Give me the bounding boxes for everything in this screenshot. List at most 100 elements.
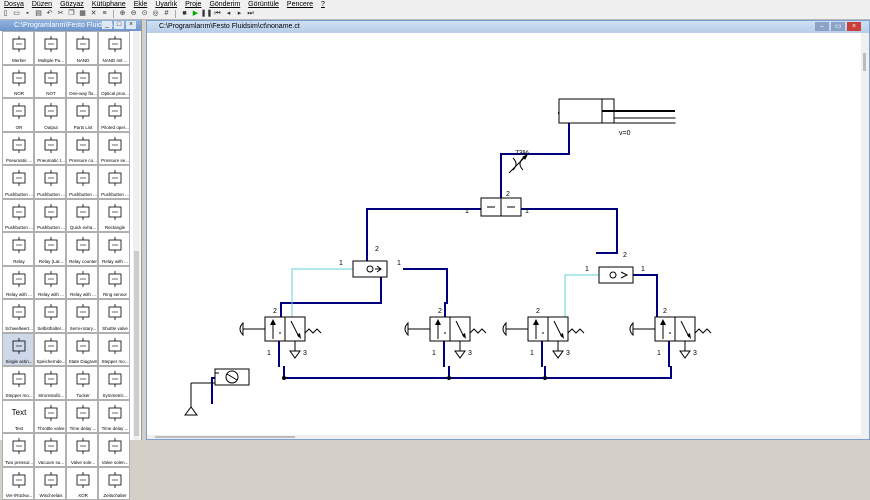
library-item[interactable]: Valve solen... <box>98 433 130 467</box>
library-item[interactable]: Relay (Lat... <box>34 232 66 266</box>
library-item[interactable]: Schwellwert... <box>2 299 34 333</box>
library-item[interactable]: Quick exha... <box>66 199 98 233</box>
library-item[interactable]: Pushbutton ... <box>98 165 130 199</box>
menu-item[interactable]: Ekle <box>130 1 152 8</box>
library-item[interactable]: NOR <box>2 65 34 99</box>
rewind-icon[interactable]: ⏮ <box>213 10 222 18</box>
library-item[interactable]: Parts List <box>66 98 98 132</box>
top-valve[interactable] <box>481 198 521 216</box>
circuit-horizontal-scroll-thumb[interactable] <box>155 436 295 438</box>
copy-icon[interactable]: ❐ <box>67 10 76 18</box>
menu-item[interactable]: Uyarlık <box>151 1 181 8</box>
library-item[interactable]: NOT <box>34 65 66 99</box>
library-item[interactable]: Throttle valve <box>34 400 66 434</box>
library-item[interactable]: Symmetric... <box>98 366 130 400</box>
library-item[interactable]: Ver-/Rückw... <box>2 467 34 500</box>
circuit-maximize-button[interactable]: ▭ <box>831 22 845 31</box>
print-icon[interactable]: ▤ <box>34 10 43 18</box>
library-item[interactable]: Valve sole... <box>66 433 98 467</box>
pushbutton-valve[interactable] <box>240 317 321 367</box>
pushbutton-valve[interactable] <box>503 317 584 367</box>
library-item[interactable]: State Diagram <box>66 333 98 367</box>
pause-icon[interactable]: ❚❚ <box>202 10 211 18</box>
menu-item[interactable]: Gözyaz <box>56 1 88 8</box>
library-item[interactable]: Semi-rotary... <box>66 299 98 333</box>
menu-item[interactable]: Gönderim <box>205 1 244 8</box>
library-item[interactable]: OR <box>2 98 34 132</box>
library-scrollbar[interactable] <box>133 31 140 440</box>
delete-icon[interactable]: ✕ <box>89 10 98 18</box>
maximize-button[interactable]: □ <box>114 21 124 29</box>
undo-icon[interactable]: ↶ <box>45 10 54 18</box>
library-item[interactable]: Pushbutton ... <box>2 199 34 233</box>
zoom-in-icon[interactable]: ⊕ <box>118 10 127 18</box>
circuit-minimize-button[interactable]: – <box>815 22 829 31</box>
menu-item[interactable]: Pencere <box>283 1 317 8</box>
close-button[interactable]: × <box>126 21 136 29</box>
library-item[interactable]: Rectangle <box>98 199 130 233</box>
save-icon[interactable]: ▪ <box>23 10 32 18</box>
library-item[interactable]: Multiple Pu... <box>34 31 66 65</box>
library-item[interactable]: NAND mit ... <box>98 31 130 65</box>
pushbutton-valve[interactable] <box>405 317 486 367</box>
menu-item[interactable]: Görüntüle <box>244 1 283 8</box>
circuit-horizontal-scrollbar[interactable] <box>147 435 861 439</box>
menu-item[interactable]: Dosya <box>0 1 28 8</box>
step-back-icon[interactable]: ◂ <box>224 10 233 18</box>
zoom-out-icon[interactable]: ⊖ <box>129 10 138 18</box>
library-item[interactable]: Relay <box>2 232 34 266</box>
library-item[interactable]: Pressure se... <box>98 132 130 166</box>
menu-item[interactable]: ? <box>317 1 329 8</box>
library-item[interactable]: Relay with ... <box>98 232 130 266</box>
menu-item[interactable]: Kütüphane <box>88 1 130 8</box>
cut-icon[interactable]: ✂ <box>56 10 65 18</box>
throttle-valve[interactable] <box>509 155 527 173</box>
paste-icon[interactable]: ▦ <box>78 10 87 18</box>
library-item[interactable]: Time delay ... <box>66 400 98 434</box>
zoom-window-icon[interactable]: ◎ <box>151 10 160 18</box>
library-item[interactable]: One-way flo... <box>66 65 98 99</box>
library-item[interactable]: Merker <box>2 31 34 65</box>
library-item[interactable]: Optical prox... <box>98 65 130 99</box>
zoom-fit-icon[interactable]: ⊙ <box>140 10 149 18</box>
library-scroll-thumb[interactable] <box>134 251 139 436</box>
library-item[interactable]: Pushbutton ... <box>2 165 34 199</box>
menu-item[interactable]: Düzen <box>28 1 56 8</box>
circuit-canvas[interactable]: v=0 73% 1 1 2 1 1 2 <box>147 33 861 441</box>
fast-icon[interactable]: ⏭ <box>246 10 255 18</box>
library-item[interactable]: XOR <box>66 467 98 500</box>
library-item[interactable]: Vacuum su... <box>34 433 66 467</box>
menu-item[interactable]: Proje <box>181 1 205 8</box>
library-item[interactable]: Single actin... <box>2 333 34 367</box>
library-item[interactable]: Pushbutton ... <box>34 165 66 199</box>
library-item[interactable]: Pushbutton ... <box>66 165 98 199</box>
stop-icon[interactable]: ■ <box>180 10 189 18</box>
shuttle-valve-right[interactable] <box>599 267 633 283</box>
circuit-vertical-scroll-thumb[interactable] <box>863 53 866 71</box>
grid-icon[interactable]: # <box>162 10 171 18</box>
step-icon[interactable]: ▸ <box>235 10 244 18</box>
library-item[interactable]: Shuttle valve <box>98 299 130 333</box>
library-item[interactable]: Pneumatic ... <box>2 132 34 166</box>
new-icon[interactable]: ▯ <box>1 10 10 18</box>
library-item[interactable]: Ring sensor <box>98 266 130 300</box>
air-source-triangle[interactable] <box>185 383 215 415</box>
library-item[interactable]: Pushbutton ... <box>34 199 66 233</box>
play-icon[interactable]: ▶ <box>191 10 200 18</box>
library-item[interactable]: Time delay ... <box>98 400 130 434</box>
minimize-button[interactable]: _ <box>102 21 112 29</box>
library-item[interactable]: Relay with ... <box>2 266 34 300</box>
library-item[interactable]: Selbsthalter... <box>34 299 66 333</box>
circuit-close-button[interactable]: × <box>847 22 861 31</box>
library-item[interactable]: Speichernde... <box>34 333 66 367</box>
service-unit[interactable] <box>215 369 249 385</box>
library-item[interactable]: Relay counter <box>66 232 98 266</box>
library-item[interactable]: Stromstoßr... <box>34 366 66 400</box>
circuit-vertical-scrollbar[interactable] <box>861 33 869 439</box>
align-icon[interactable]: ≡ <box>100 10 109 18</box>
shuttle-valve-left[interactable] <box>353 261 387 277</box>
library-item[interactable]: NAND <box>66 31 98 65</box>
library-item[interactable]: Two pressur... <box>2 433 34 467</box>
library-item[interactable]: Relay with ... <box>34 266 66 300</box>
